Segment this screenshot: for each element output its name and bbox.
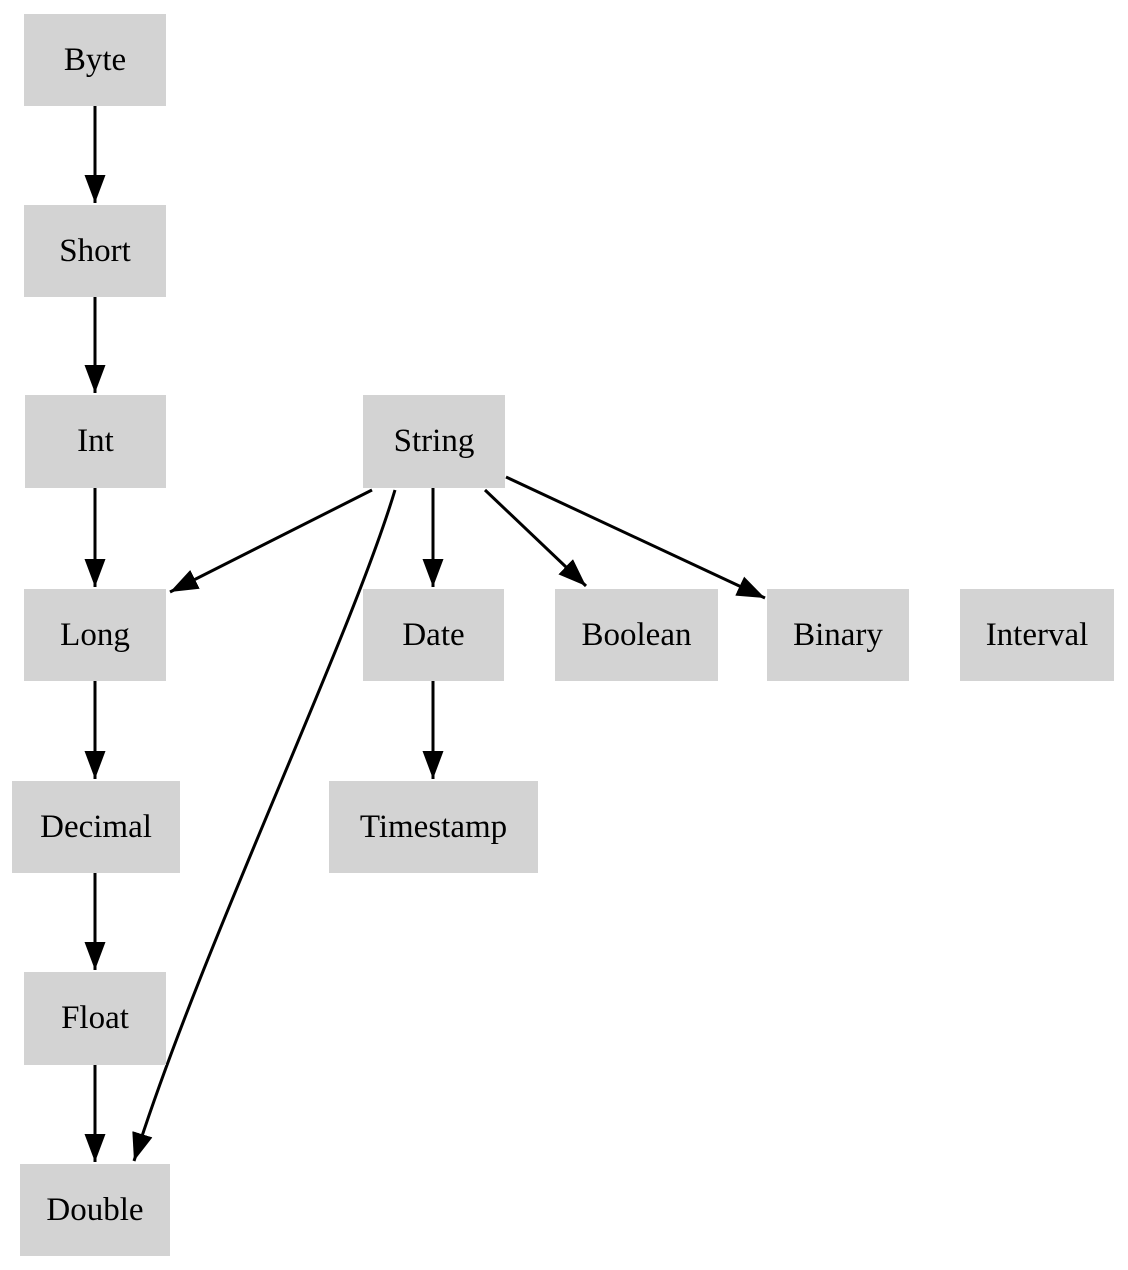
node-boolean: Boolean [555,589,718,681]
node-decimal: Decimal [12,781,180,873]
node-date: Date [363,589,504,681]
node-binary: Binary [767,589,909,681]
node-short: Short [24,205,166,297]
edge-string-double [132,489,397,1162]
node-float: Float [24,972,166,1065]
edge-string-long [169,488,373,594]
node-int: Int [25,395,166,488]
node-short-label: Short [59,232,131,269]
edge-string-boolean [483,488,588,588]
node-double: Double [20,1164,170,1256]
node-binary-label: Binary [793,616,883,653]
edge-string-binary [505,475,766,600]
node-long-label: Long [60,616,130,653]
node-boolean-label: Boolean [581,616,692,653]
node-interval-label: Interval [985,616,1089,653]
node-decimal-label: Decimal [40,808,152,845]
node-int-label: Int [77,423,114,459]
node-date-label: Date [402,616,465,653]
node-float-label: Float [61,1000,129,1036]
node-timestamp: Timestamp [329,781,538,873]
node-interval: Interval [960,589,1114,681]
node-byte-label: Byte [63,41,127,78]
node-string-label: String [393,423,475,459]
node-string: String [363,395,505,488]
node-long: Long [24,589,166,681]
node-double-label: Double [46,1191,144,1228]
node-timestamp-label: Timestamp [359,808,508,845]
node-byte: Byte [24,14,166,106]
